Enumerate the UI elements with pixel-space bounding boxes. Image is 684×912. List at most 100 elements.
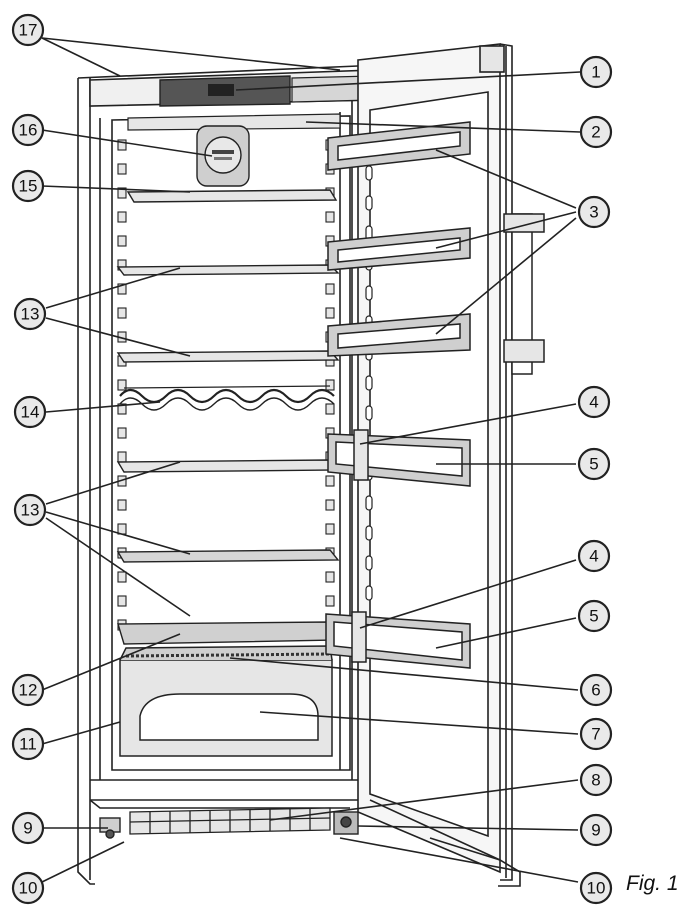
top-light-strip	[127, 113, 341, 131]
shelf-2	[116, 264, 340, 276]
rail-notch	[325, 523, 335, 535]
svg-text:5: 5	[589, 455, 598, 474]
svg-text:16: 16	[19, 121, 38, 140]
callout-10-left: 10	[11, 871, 45, 905]
door-rack-3	[327, 313, 471, 357]
rail-notch	[325, 403, 335, 415]
svg-text:1: 1	[591, 63, 600, 82]
figure-caption: Fig. 1	[626, 872, 679, 895]
rail-notch	[117, 499, 127, 511]
rail-notch	[117, 427, 127, 439]
rail-notch	[325, 475, 335, 487]
callout-9-right: 9	[579, 813, 613, 847]
callout-16: 16	[11, 113, 45, 147]
door-racks	[325, 121, 471, 669]
shelf-3	[116, 350, 340, 363]
svg-text:17: 17	[19, 21, 38, 40]
svg-text:11: 11	[19, 735, 37, 754]
svg-text:5: 5	[589, 607, 598, 626]
svg-text:8: 8	[591, 771, 600, 790]
rail-notch	[117, 163, 127, 175]
door-handle	[503, 213, 545, 375]
rail-notch	[117, 211, 127, 223]
callout-12: 12	[11, 673, 45, 707]
drawer-rail	[125, 652, 331, 658]
callout-2: 2	[579, 115, 613, 149]
svg-text:15: 15	[19, 177, 38, 196]
door-rack-1	[327, 121, 471, 171]
callout-17: 17	[11, 13, 45, 47]
rail-notch	[325, 211, 335, 223]
rail-notch	[117, 403, 127, 415]
door-slot	[365, 285, 373, 301]
svg-text:14: 14	[21, 403, 40, 422]
door-rack-2	[327, 227, 471, 271]
callout-6: 6	[579, 673, 613, 707]
svg-text:10: 10	[587, 879, 606, 898]
control-panel	[159, 75, 373, 107]
callout-9-left: 9	[11, 811, 45, 845]
callout-7: 7	[579, 717, 613, 751]
door-mounting-slots	[365, 165, 373, 601]
shelf-top	[126, 189, 338, 203]
callout-8: 8	[579, 763, 613, 797]
glass-shelves	[116, 189, 340, 645]
rail-notch	[117, 235, 127, 247]
door-slot	[365, 525, 373, 541]
rail-notch	[325, 307, 335, 319]
svg-text:9: 9	[591, 821, 600, 840]
rail-notch	[117, 379, 127, 391]
callouts: 17 1 16 2 15 3 13 14 4 5 13 4 5 12 6 11 …	[11, 13, 613, 905]
door-slot	[365, 585, 373, 601]
callout-3: 3	[577, 195, 611, 229]
callout-4-upper: 4	[577, 385, 611, 419]
door-slot	[365, 195, 373, 211]
svg-text:10: 10	[19, 879, 38, 898]
rail-notch	[117, 139, 127, 151]
rail-notch	[117, 451, 127, 463]
door-slot	[365, 405, 373, 421]
crisper-drawer	[119, 645, 333, 757]
svg-text:12: 12	[19, 681, 38, 700]
fan-unit	[196, 125, 250, 187]
ventilation-grille	[129, 807, 331, 835]
callout-10-right: 10	[579, 871, 613, 905]
callout-4-lower: 4	[577, 539, 611, 573]
svg-text:4: 4	[589, 393, 598, 412]
shelf-4	[116, 459, 340, 473]
door-slot	[365, 375, 373, 391]
rail-notch	[117, 595, 127, 607]
svg-text:13: 13	[21, 305, 40, 324]
rail-notch	[117, 571, 127, 583]
svg-text:6: 6	[591, 681, 600, 700]
door-slot	[365, 165, 373, 181]
shelf-5	[116, 549, 340, 563]
door-slot	[365, 555, 373, 571]
rail-notch	[325, 595, 335, 607]
door-slot	[365, 495, 373, 511]
shelf-crisper-cover	[117, 621, 340, 645]
rail-notch	[325, 499, 335, 511]
svg-text:2: 2	[591, 123, 600, 142]
callout-5-lower: 5	[577, 599, 611, 633]
callout-13-upper: 13	[13, 297, 47, 331]
rail-notch	[117, 283, 127, 295]
rail-notch	[117, 307, 127, 319]
rail-notch	[325, 379, 335, 391]
svg-text:4: 4	[589, 547, 598, 566]
door-rack-4	[327, 429, 471, 487]
rail-notch	[117, 523, 127, 535]
callout-1: 1	[579, 55, 613, 89]
leader-lines	[41, 37, 581, 883]
rail-notch	[117, 187, 127, 199]
svg-text:3: 3	[589, 203, 598, 222]
callout-13-lower: 13	[13, 493, 47, 527]
svg-text:13: 13	[21, 501, 40, 520]
callout-14: 14	[13, 395, 47, 429]
callout-15: 15	[11, 169, 45, 203]
callout-5-upper: 5	[577, 447, 611, 481]
rail-notch	[325, 571, 335, 583]
svg-text:7: 7	[591, 725, 600, 744]
svg-text:9: 9	[23, 819, 32, 838]
